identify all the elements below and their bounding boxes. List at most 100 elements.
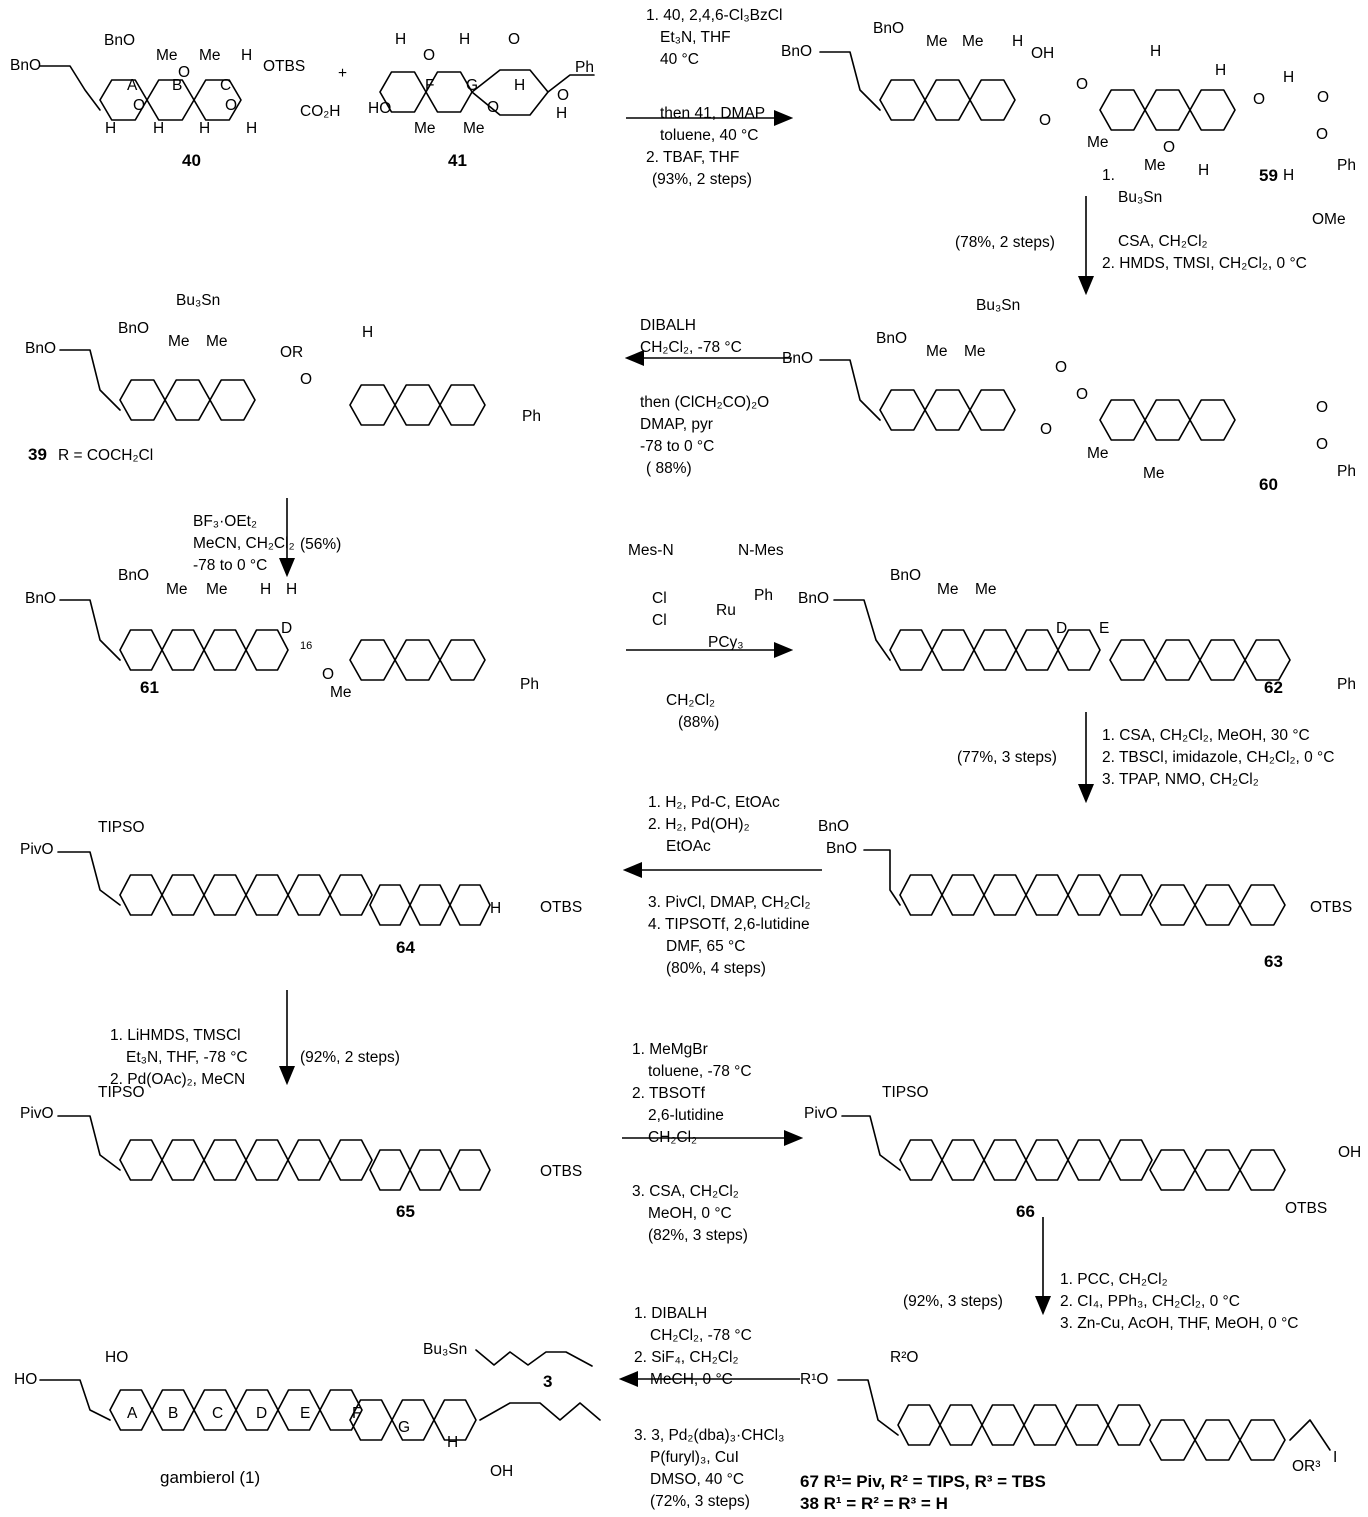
h-label: H [459, 31, 470, 48]
yield-label: (77%, 3 steps) [957, 749, 1057, 766]
ring-gh [1149, 1149, 1196, 1191]
compound-label-38: 38 R¹ = R² = R³ = H [800, 1494, 948, 1513]
ring-abcdef [161, 1139, 205, 1181]
o-label: O [300, 371, 312, 388]
compound-number-64: 64 [396, 938, 415, 957]
h-label: H [153, 120, 164, 137]
me-label: Me [1144, 157, 1166, 174]
ring-gh [1239, 884, 1286, 926]
condition-line: ( 88%) [646, 460, 692, 477]
compound-number-62: 62 [1264, 678, 1283, 697]
ring-abc [193, 79, 242, 121]
bond-path [39, 1379, 111, 1421]
o-label: O [178, 64, 190, 81]
r-definition: R = COCH₂Cl [58, 447, 153, 464]
compound-number-41: 41 [448, 151, 467, 170]
me-label: Me [926, 343, 948, 360]
condition-line: -78 to 0 °C [193, 557, 267, 574]
compound-number-61: 61 [140, 678, 159, 697]
o-label: O [1316, 126, 1328, 143]
bond-path [59, 349, 121, 411]
ring-abc [164, 379, 211, 421]
me-label: Me [414, 120, 436, 137]
ring-abcdef [287, 874, 331, 916]
bu3sn-label: Bu₃Sn [976, 297, 1020, 314]
otbs-label: OTBS [540, 899, 582, 916]
ring-gh [409, 1149, 451, 1191]
condition-line: (72%, 3 steps) [650, 1493, 750, 1510]
me-label: Me [166, 581, 188, 598]
compound-63: BnO BnO OTBS 63 [818, 818, 1352, 971]
condition-line: DIBALH [640, 317, 696, 334]
diene-chain [475, 1349, 593, 1367]
ring-g-label: G [398, 1419, 410, 1436]
co2h-label: CO₂H [300, 103, 340, 120]
ring-b-label: B [172, 77, 182, 94]
condition-line: 3. Zn-Cu, AcOH, THF, MeOH, 0 °C [1060, 1315, 1298, 1332]
bno-label-40b: BnO [104, 32, 135, 49]
ph-label: Ph [575, 59, 594, 76]
ph-label: Ph [1337, 676, 1356, 693]
h-label: H [260, 581, 271, 598]
tipso-label: TIPSO [98, 819, 145, 836]
h-label: H [1283, 69, 1294, 86]
condition-line: 2. Pd(OAc)₂, MeCN [110, 1071, 245, 1088]
ring-abc [969, 79, 1016, 121]
ho-label: HO [368, 100, 391, 117]
ring-h-label: H [490, 900, 501, 917]
or-label: OR [280, 344, 303, 361]
compound-66: TIPSO PivO OH OTBS 66 [804, 1084, 1361, 1221]
condition-line: 4. TIPSOTf, 2,6-lutidine [648, 916, 810, 933]
ring-gh [369, 1149, 411, 1191]
otbs-label: OTBS [1285, 1200, 1327, 1217]
condition-line: Et₃N, THF [660, 29, 731, 46]
ring-f-label: F [425, 77, 434, 94]
ring-abcdef [245, 874, 289, 916]
condition-line: Ru [716, 602, 736, 619]
ring-gh [1239, 1419, 1286, 1461]
skeleton-drawings [39, 51, 1331, 1461]
condition-line: MeCN, CH₂Cl₂ [193, 535, 295, 552]
otbs-label: OTBS [1310, 899, 1352, 916]
me-label: Me [463, 120, 485, 137]
o-label: O [508, 31, 520, 48]
ring-abcdef [899, 1139, 943, 1181]
bno-label: BnO [826, 840, 857, 857]
condition-line: DMF, 65 °C [666, 938, 745, 955]
o-label: O [225, 97, 237, 114]
me-label: Me [1087, 445, 1109, 462]
condition-line: 3. PivCl, DMAP, CH₂Cl₂ [648, 894, 810, 911]
ring-abcdef [897, 1404, 941, 1446]
compound-number-59: 59 [1259, 166, 1278, 185]
bno-label: BnO [25, 590, 56, 607]
ring-abcde [1057, 629, 1101, 671]
ring-abcdef [161, 874, 205, 916]
o-label: O [423, 47, 435, 64]
ring-fgh [1099, 399, 1146, 441]
ring-abcd [203, 629, 247, 671]
bno-label-40a: BnO [10, 57, 41, 74]
o-label: O [1317, 89, 1329, 106]
me-label: Me [937, 581, 959, 598]
compound-label-67: 67 R¹= Piv, R² = TIPS, R³ = TBS [800, 1472, 1046, 1491]
ring-abc [119, 379, 166, 421]
condition-line: 1. H₂, Pd-C, EtOAc [648, 794, 780, 811]
ring-abcdef [329, 874, 373, 916]
ring-abcde [973, 629, 1017, 671]
ring-d-label: D [256, 1405, 267, 1422]
ph-label: Ph [522, 408, 541, 425]
me-label: Me [926, 33, 948, 50]
ring-h-label: H [514, 77, 525, 94]
bno-label: BnO [873, 20, 904, 37]
condition-line: Mes-N [628, 542, 674, 559]
o-label: O [1076, 386, 1088, 403]
ring-abc [924, 389, 971, 431]
bond-path [1289, 1419, 1331, 1451]
me-label: Me [1087, 134, 1109, 151]
me-label: Me [975, 581, 997, 598]
condition-line: 1. PCC, CH₂Cl₂ [1060, 1271, 1168, 1288]
compound-60: Bu₃Sn BnO BnO Me Me O O O Me Me O O Ph 6… [782, 297, 1356, 494]
triene-side-chain [479, 1402, 601, 1421]
ring-abcdef [981, 1404, 1025, 1446]
yield-label: (78%, 2 steps) [955, 234, 1055, 251]
